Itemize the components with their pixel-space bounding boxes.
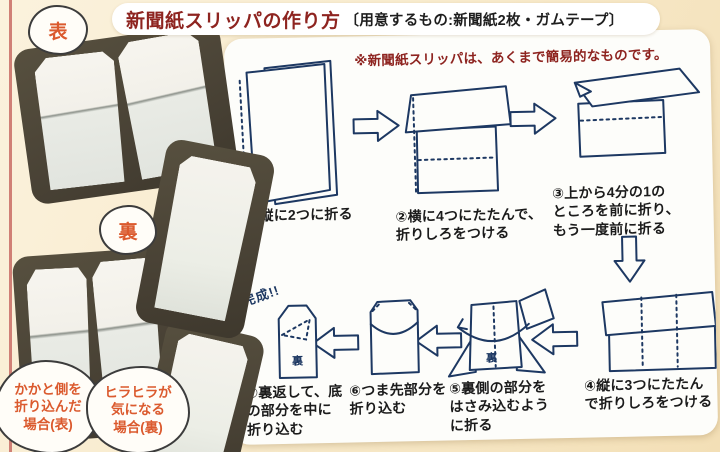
step-2-diagram (404, 85, 512, 195)
arrow-left-icon (530, 322, 579, 356)
back-mark-label: 裏 (291, 354, 304, 368)
step-7-diagram: 裏 (277, 304, 318, 380)
slipper-back-view (152, 154, 258, 322)
arrow-down-icon (613, 235, 646, 283)
step-7-caption: ⑦裏返して、底 の部分を中に 折り込む (246, 382, 343, 438)
front-label-bubble: 表 (28, 5, 88, 55)
step-5-caption: ⑤裏側の部分を はさみ込むよう に折る (449, 378, 550, 434)
arrow-right-icon (352, 109, 400, 143)
flutter-note-bubble: ヒラヒラが 気になる 場合(裏) (86, 366, 190, 452)
supplies-note: 〔用意するもの:新聞紙2枚・ガムテープ〕 (344, 12, 624, 29)
title-bar: 新聞紙スリッパの作り方 〔用意するもの:新聞紙2枚・ガムテープ〕 (112, 3, 660, 35)
step-6-caption: ⑥つま先部分を 折り込む (349, 380, 447, 418)
arrow-left-icon (311, 326, 360, 360)
step-3-diagram (573, 67, 701, 158)
step-5-diagram: 裏 (447, 288, 555, 378)
back-label-bubble: 裏 (99, 205, 157, 255)
heel-note-bubble: かかと側を 折り込んだ 場合(表) (0, 360, 102, 452)
step-6-diagram (369, 299, 420, 376)
back-mark-label: 裏 (485, 350, 498, 364)
slipper-left (33, 50, 127, 190)
instruction-panel: ※新聞紙スリッパは、あくまで簡易的なものです。 (223, 28, 719, 446)
page-title: 新聞紙スリッパの作り方 (126, 10, 341, 32)
step-4-diagram (601, 290, 717, 373)
step-2-caption: ②横に4つにたたんで、 折りしろをつける (395, 205, 543, 244)
step-4-caption: ④縦に3つにたたん で折りしろをつける (583, 375, 713, 413)
arrow-left-icon (414, 324, 463, 358)
arrow-right-icon (509, 102, 557, 136)
step-3-caption: ③上から4分の1の ところを前に折り、 もう一度前に折る (551, 182, 680, 239)
page-edge-rule (9, 0, 12, 452)
